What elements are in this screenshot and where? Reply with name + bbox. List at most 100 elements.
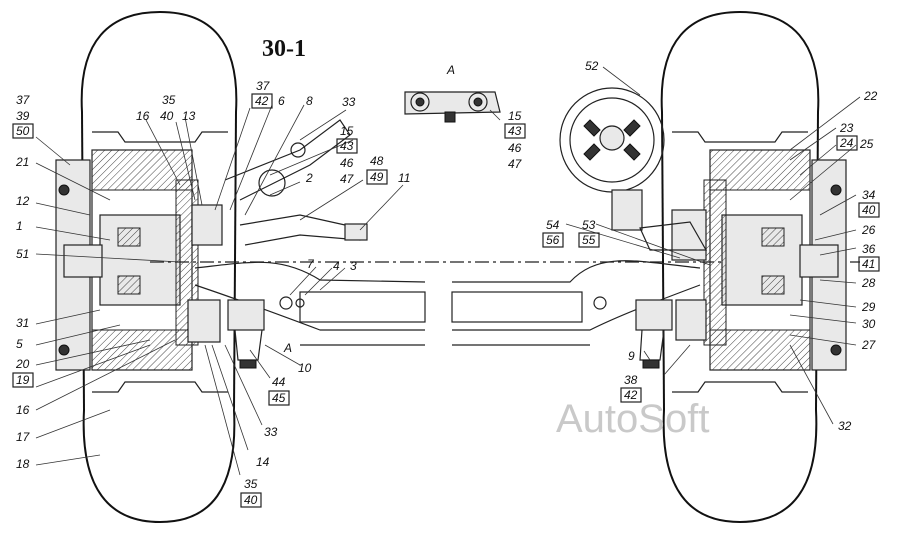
callout-label: 37 — [256, 79, 271, 93]
view-marker-a: A — [446, 63, 455, 77]
callout-label: 15 — [508, 109, 522, 123]
callout-label: 31 — [16, 316, 29, 330]
callout-label: 19 — [16, 373, 30, 387]
callout-label: 43 — [340, 139, 354, 153]
callout-label: 43 — [508, 124, 522, 138]
callout-label: 52 — [585, 59, 599, 73]
callout-label: 38 — [624, 373, 638, 387]
callout-label: 2 — [305, 171, 313, 185]
callout-label: 39 — [16, 109, 30, 123]
callout-box — [240, 492, 262, 508]
left-steering-arm — [224, 119, 368, 246]
callout-label: 45 — [272, 391, 286, 405]
callout-label: 16 — [16, 403, 30, 417]
callout-label: 25 — [859, 137, 874, 151]
callout-label: 51 — [16, 247, 29, 261]
callout-box — [504, 123, 526, 139]
callout-label: 13 — [182, 109, 196, 123]
callout-label: 15 — [340, 124, 354, 138]
left-callout-labels: 37 39 50 21 12 1 51 31 5 20 19 16 17 18 … — [12, 79, 410, 508]
callout-label: 4 — [333, 259, 340, 273]
callout-label: 6 — [278, 94, 285, 108]
callout-box — [542, 232, 564, 248]
detail-callout-labels: 15 43 46 47 — [504, 109, 526, 171]
watermark: AutoSoft — [556, 397, 709, 441]
callout-box — [858, 256, 880, 272]
callout-label: 35 — [244, 477, 258, 491]
callout-label: 37 — [16, 93, 31, 107]
callout-label: 53 — [582, 218, 596, 232]
callout-label: 26 — [861, 223, 876, 237]
diagram-title: 30-1 — [262, 36, 306, 62]
callout-label: 47 — [508, 157, 523, 171]
callout-label: 23 — [839, 121, 854, 135]
callout-label: 54 — [546, 218, 560, 232]
callout-label: 30 — [862, 317, 876, 331]
callout-label: 28 — [861, 276, 876, 290]
callout-label: 5 — [16, 337, 23, 351]
callout-label: 56 — [546, 233, 560, 247]
callout-label: 41 — [862, 257, 875, 271]
callout-label: 47 — [340, 172, 355, 186]
callout-label: 1 — [16, 219, 23, 233]
left-axle-beam — [194, 261, 426, 346]
callout-label: 36 — [862, 242, 876, 256]
callout-label: 3 — [350, 259, 357, 273]
callout-box — [12, 372, 34, 388]
right-hub — [721, 184, 842, 356]
left-tie-rod-end — [227, 299, 265, 369]
callout-label: 24 — [839, 136, 854, 150]
callout-box — [366, 169, 388, 185]
callout-box — [336, 138, 358, 154]
callout-label: 21 — [15, 155, 29, 169]
callout-label: 44 — [272, 375, 286, 389]
callout-label: 35 — [162, 93, 176, 107]
callout-box — [578, 232, 600, 248]
callout-box — [268, 390, 290, 406]
callout-label: 33 — [264, 425, 278, 439]
callout-box — [251, 93, 273, 109]
callout-label: 40 — [862, 203, 876, 217]
callout-label: 9 — [628, 349, 635, 363]
callout-label: 7 — [307, 257, 315, 271]
callout-label: 33 — [342, 95, 356, 109]
callout-label: 42 — [255, 94, 269, 108]
callout-label: 32 — [838, 419, 852, 433]
callout-label: 16 — [136, 109, 150, 123]
callout-label: 50 — [16, 124, 30, 138]
callout-label: 27 — [861, 338, 877, 352]
callout-label: 34 — [862, 188, 876, 202]
callout-label: 22 — [863, 89, 878, 103]
section-marker-a: A — [283, 341, 292, 355]
right-knuckle — [671, 179, 727, 346]
callout-box — [12, 123, 34, 139]
callout-label: 40 — [160, 109, 174, 123]
right-callout-labels: 52 22 23 24 25 34 40 26 36 41 28 29 30 2… — [542, 59, 880, 433]
callout-label: 8 — [306, 94, 313, 108]
callout-label: 14 — [256, 455, 270, 469]
right-tie-rod-end — [635, 299, 673, 369]
left-brake-drum — [91, 149, 193, 371]
callout-box — [858, 202, 880, 218]
callout-label: 17 — [16, 430, 31, 444]
callout-label: 48 — [370, 154, 384, 168]
callout-label: 12 — [16, 194, 30, 208]
callout-label: 55 — [582, 233, 596, 247]
callout-label: 40 — [244, 493, 258, 507]
callout-label: 29 — [861, 300, 876, 314]
callout-label: 20 — [15, 357, 30, 371]
detail-view-a — [404, 91, 501, 123]
callout-label: 18 — [16, 457, 30, 471]
brake-chamber — [559, 87, 665, 231]
callout-label: 49 — [370, 170, 384, 184]
callout-label: 42 — [624, 388, 638, 402]
right-brake-drum — [709, 149, 811, 371]
callout-label: 46 — [340, 156, 354, 170]
callout-box — [620, 387, 642, 403]
callout-label: 11 — [398, 171, 410, 185]
callout-label: 10 — [298, 361, 312, 375]
left-knuckle — [150, 179, 860, 346]
callout-box — [836, 135, 858, 151]
